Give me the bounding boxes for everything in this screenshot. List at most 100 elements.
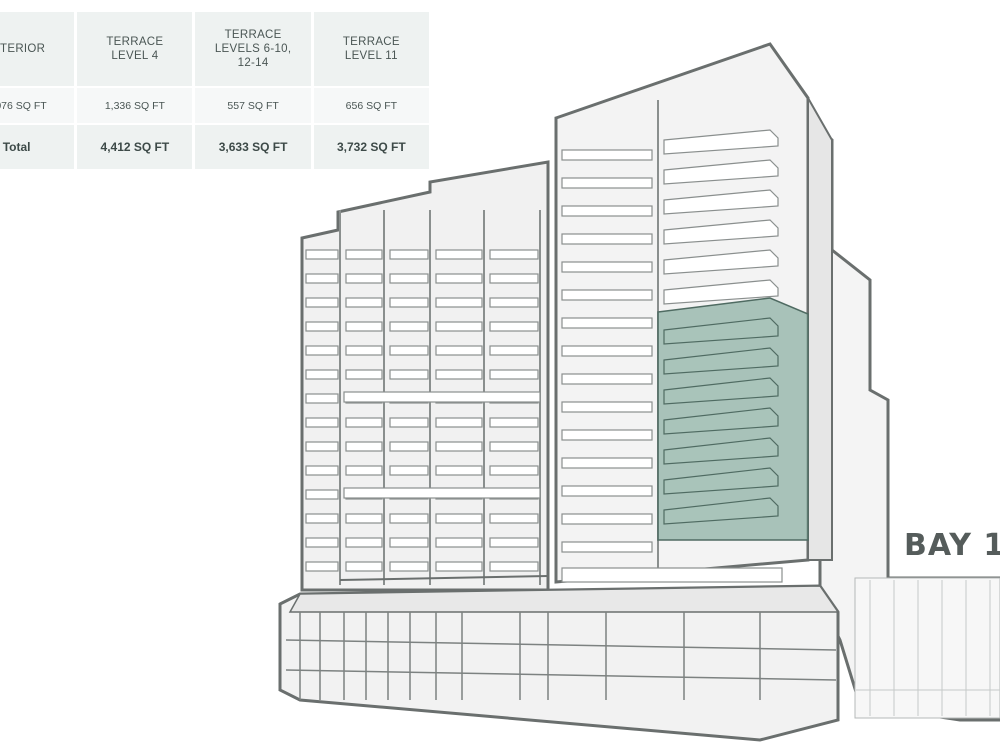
balcony	[305, 441, 339, 452]
balcony	[435, 273, 483, 284]
balcony	[663, 219, 779, 245]
balcony	[305, 249, 339, 260]
balcony	[663, 249, 779, 275]
highlight-balcony	[663, 377, 779, 405]
balcony	[305, 345, 339, 356]
balcony	[489, 561, 539, 572]
cell-area-level-11: 656 SQ FT	[313, 86, 429, 123]
balcony	[435, 345, 483, 356]
balcony	[663, 189, 779, 215]
balcony	[561, 373, 653, 385]
balcony	[561, 457, 653, 469]
cell-total-levels-6-14: 3,633 SQ FT	[195, 123, 311, 169]
balcony	[345, 537, 383, 548]
balcony	[345, 417, 383, 428]
balcony	[489, 345, 539, 356]
balcony	[305, 417, 339, 428]
balcony	[489, 321, 539, 332]
balcony	[305, 465, 339, 476]
balcony	[489, 249, 539, 260]
balcony	[305, 561, 339, 572]
balcony	[489, 513, 539, 524]
balcony	[663, 129, 779, 155]
floor-band	[343, 487, 541, 499]
highlight-balcony	[663, 317, 779, 345]
balcony	[389, 465, 429, 476]
balcony	[561, 429, 653, 441]
cell-total-label: Total	[0, 123, 75, 169]
balcony	[305, 537, 339, 548]
highlight-balcony	[663, 437, 779, 465]
balcony	[435, 249, 483, 260]
balcony	[435, 369, 483, 380]
balcony	[561, 317, 653, 329]
cell-total-level-11: 3,732 SQ FT	[313, 123, 429, 169]
balcony	[345, 297, 383, 308]
balcony	[561, 485, 653, 497]
balcony	[305, 513, 339, 524]
balcony	[435, 465, 483, 476]
balcony	[489, 369, 539, 380]
bay-1-section	[818, 126, 1000, 722]
balcony	[345, 513, 383, 524]
balcony	[435, 513, 483, 524]
balcony	[561, 261, 653, 273]
balcony	[489, 273, 539, 284]
balcony	[345, 561, 383, 572]
balcony	[435, 537, 483, 548]
balcony	[435, 441, 483, 452]
podium-floor-line	[285, 669, 837, 681]
balcony	[345, 321, 383, 332]
balcony	[561, 513, 653, 525]
cell-area-levels-6-14: 557 SQ FT	[195, 86, 311, 123]
balcony	[663, 159, 779, 185]
balcony	[389, 537, 429, 548]
balcony	[489, 465, 539, 476]
balcony	[345, 441, 383, 452]
balcony	[305, 297, 339, 308]
cell-area-level-4: 1,336 SQ FT	[77, 86, 193, 123]
balcony	[489, 537, 539, 548]
balcony	[561, 149, 653, 161]
balcony	[489, 441, 539, 452]
balcony	[345, 249, 383, 260]
balcony	[389, 369, 429, 380]
balcony	[561, 205, 653, 217]
balcony	[305, 369, 339, 380]
bay-label: BAY 1	[904, 528, 1000, 563]
balcony	[435, 417, 483, 428]
balcony	[305, 489, 339, 500]
tower-left	[300, 160, 550, 592]
highlight-balcony	[663, 407, 779, 435]
balcony	[435, 321, 483, 332]
highlight-balcony	[663, 467, 779, 495]
floor-band	[343, 391, 541, 403]
balcony	[389, 417, 429, 428]
balcony	[389, 441, 429, 452]
balcony	[389, 561, 429, 572]
balcony	[389, 345, 429, 356]
balcony	[663, 279, 779, 305]
balcony	[389, 297, 429, 308]
balcony	[389, 273, 429, 284]
podium	[278, 584, 840, 742]
balcony	[561, 177, 653, 189]
balcony	[389, 321, 429, 332]
balcony	[489, 297, 539, 308]
balcony	[345, 345, 383, 356]
cell-total-level-4: 4,412 SQ FT	[77, 123, 193, 169]
balcony	[305, 393, 339, 404]
balcony	[489, 417, 539, 428]
balcony	[561, 345, 653, 357]
floor-line	[339, 575, 549, 581]
highlight-balcony	[663, 347, 779, 375]
table-row-area: 2,076 SQ FT 1,336 SQ FT 557 SQ FT 656 SQ…	[0, 86, 429, 123]
podium-floor-line	[285, 639, 837, 651]
table-row-total: Total 4,412 SQ FT 3,633 SQ FT 3,732 SQ F…	[0, 123, 429, 169]
